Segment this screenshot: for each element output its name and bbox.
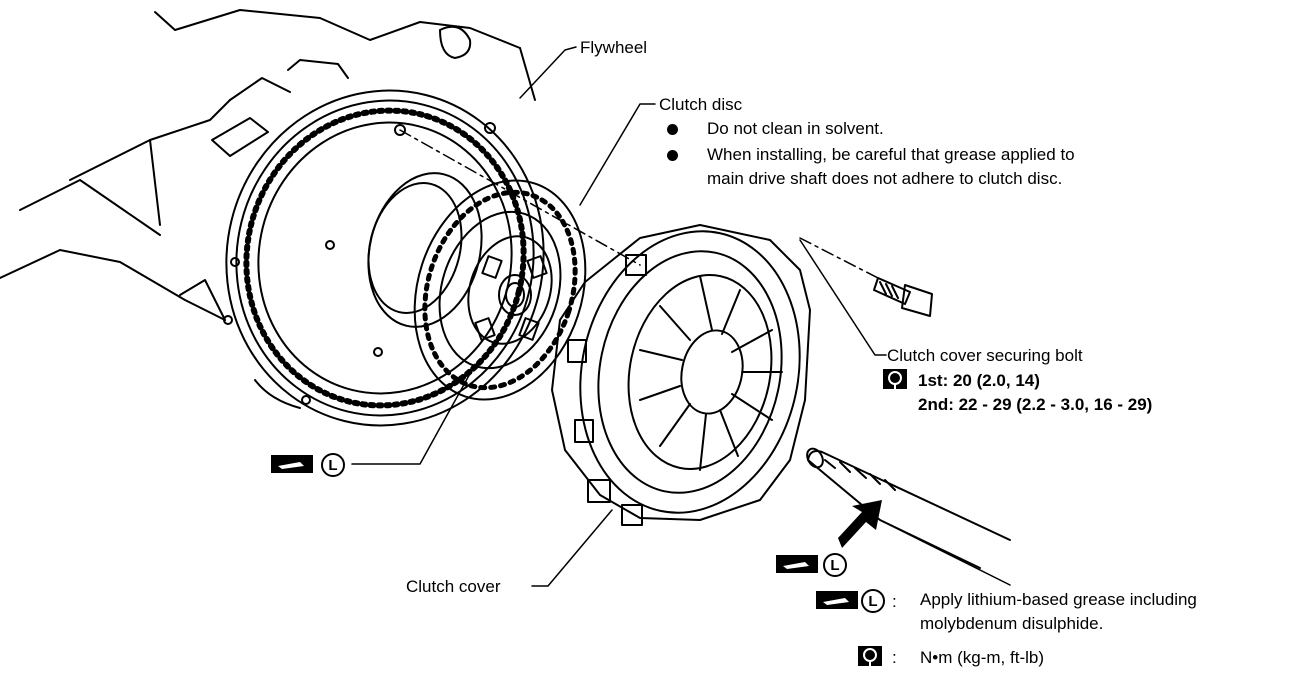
disc-note-2-line1: When installing, be careful that grease …: [707, 145, 1075, 164]
clutch-disc-label: Clutch disc: [659, 95, 743, 114]
disc-note-2-line2: main drive shaft does not adhere to clut…: [707, 169, 1063, 188]
clutch-cover: [551, 224, 811, 526]
flywheel: [223, 89, 545, 427]
disc-note-1: Do not clean in solvent.: [707, 119, 884, 138]
svg-text:L: L: [868, 593, 877, 610]
legend-grease-line2: molybdenum disulphide.: [920, 614, 1104, 633]
circled-L-icon: L: [321, 453, 345, 477]
clutch-cover-bolt: [873, 277, 933, 317]
leader-bolt: [799, 239, 887, 356]
torque-1st: 1st: 20 (2.0, 14): [918, 371, 1040, 390]
grease-gun-icon: [776, 555, 818, 573]
bullet-icon: [667, 124, 678, 135]
torque-2nd: 2nd: 22 - 29 (2.2 - 3.0, 16 - 29): [918, 395, 1153, 414]
leader-grease-shaft: [879, 519, 1011, 586]
bolt-label: Clutch cover securing bolt: [887, 346, 1083, 365]
torque-wrench-icon: [858, 646, 882, 666]
grease-gun-icon: [816, 591, 858, 609]
main-drive-shaft: [806, 447, 1011, 569]
application-arrow: [838, 500, 882, 548]
leader-grease-disc: [351, 369, 473, 465]
grease-gun-icon: [271, 455, 313, 473]
alignment-axis: [399, 129, 879, 279]
leader-clutch-cover: [531, 509, 613, 587]
svg-text:L: L: [830, 557, 839, 574]
legend-grease-line1: Apply lithium-based grease including: [920, 590, 1197, 609]
circled-L-icon: L: [823, 553, 847, 577]
flywheel-label: Flywheel: [580, 38, 648, 57]
leader-clutch-disc: [579, 103, 656, 206]
legend-torque-units: N•m (kg-m, ft-lb): [920, 648, 1044, 667]
legend-torque-colon: :: [892, 648, 897, 667]
circled-L-icon: L: [861, 589, 885, 613]
leader-flywheel: [519, 46, 577, 99]
bullet-icon: [667, 150, 678, 161]
legend-grease-colon: :: [892, 592, 897, 611]
engine-housing: [0, 9, 536, 321]
torque-wrench-icon: [883, 369, 907, 389]
clutch-cover-label: Clutch cover: [406, 577, 501, 596]
svg-text:L: L: [328, 457, 337, 474]
clutch-disc: [413, 179, 587, 401]
